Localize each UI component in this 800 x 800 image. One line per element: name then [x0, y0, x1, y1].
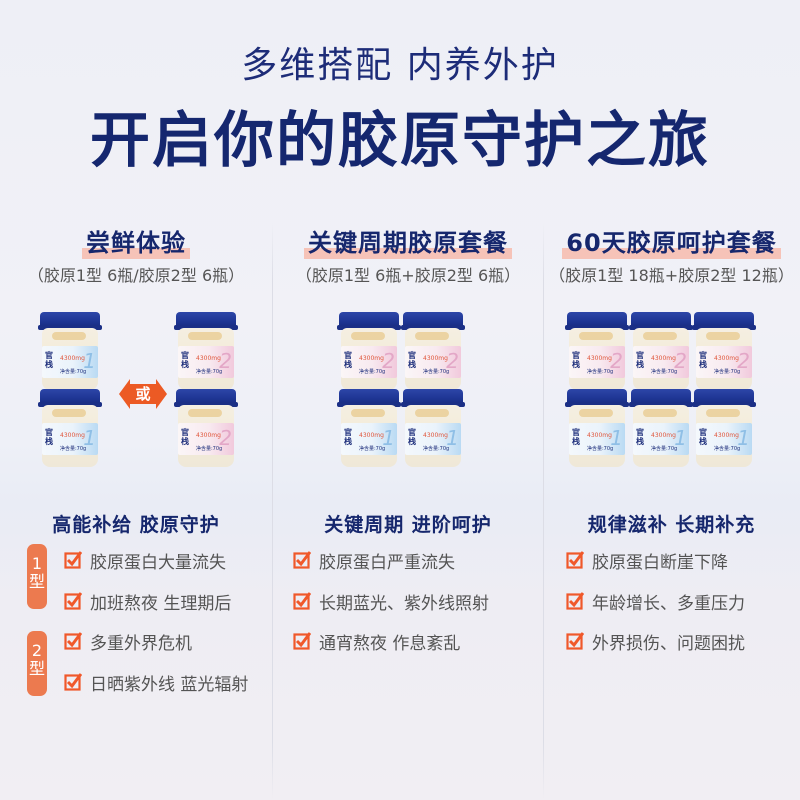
checkbox-checked-icon — [64, 592, 82, 610]
checkbox-checked-icon — [566, 551, 584, 569]
package-title: 关键周期胶原套餐 — [304, 228, 512, 259]
checkbox-checked-icon — [64, 551, 82, 569]
benefit-title: 高能补给 胶原守护 — [52, 514, 220, 536]
benefit-item: 多重外界危机 — [64, 629, 192, 654]
benefit-item: 年龄增长、多重压力 — [566, 589, 745, 614]
column-divider — [543, 222, 544, 800]
benefit-item: 外界损伤、问题困扰 — [566, 629, 745, 654]
benefit-item: 通宵熬夜 作息紊乱 — [293, 629, 460, 654]
double-arrow-icon — [119, 379, 167, 409]
benefit-item: 日晒紫外线 蓝光辐射 — [64, 670, 248, 695]
checkbox-checked-icon — [293, 592, 311, 610]
benefit-item: 胶原蛋白断崖下降 — [566, 548, 728, 573]
checkbox-checked-icon — [293, 632, 311, 650]
or-arrow-badge: 或 — [119, 379, 167, 409]
checkbox-checked-icon — [64, 673, 82, 691]
checkbox-checked-icon — [64, 632, 82, 650]
benefit-item: 加班熬夜 生理期后 — [64, 589, 231, 614]
package-subtitle: （胶原1型 6瓶/胶原2型 6瓶） — [27, 266, 245, 285]
checkbox-checked-icon — [293, 551, 311, 569]
benefit-item: 长期蓝光、紫外线照射 — [293, 589, 489, 614]
column-divider — [272, 222, 273, 800]
hero-subtitle: 多维搭配 内养外护 — [241, 45, 559, 86]
benefit-item: 胶原蛋白大量流失 — [64, 548, 226, 573]
checkbox-checked-icon — [566, 592, 584, 610]
hero-title: 开启你的胶原守护之旅 — [90, 106, 710, 176]
benefit-title: 规律滋补 长期补充 — [587, 514, 756, 536]
package-title: 尝鲜体验 — [82, 228, 190, 259]
benefit-item: 胶原蛋白严重流失 — [293, 548, 455, 573]
package-title: 60天胶原呵护套餐 — [562, 228, 782, 259]
checkbox-checked-icon — [566, 632, 584, 650]
benefit-title: 关键周期 进阶呵护 — [324, 514, 492, 536]
package-subtitle: （胶原1型 6瓶+胶原2型 6瓶） — [295, 266, 521, 285]
package-subtitle: （胶原1型 18瓶+胶原2型 12瓶） — [549, 266, 794, 285]
